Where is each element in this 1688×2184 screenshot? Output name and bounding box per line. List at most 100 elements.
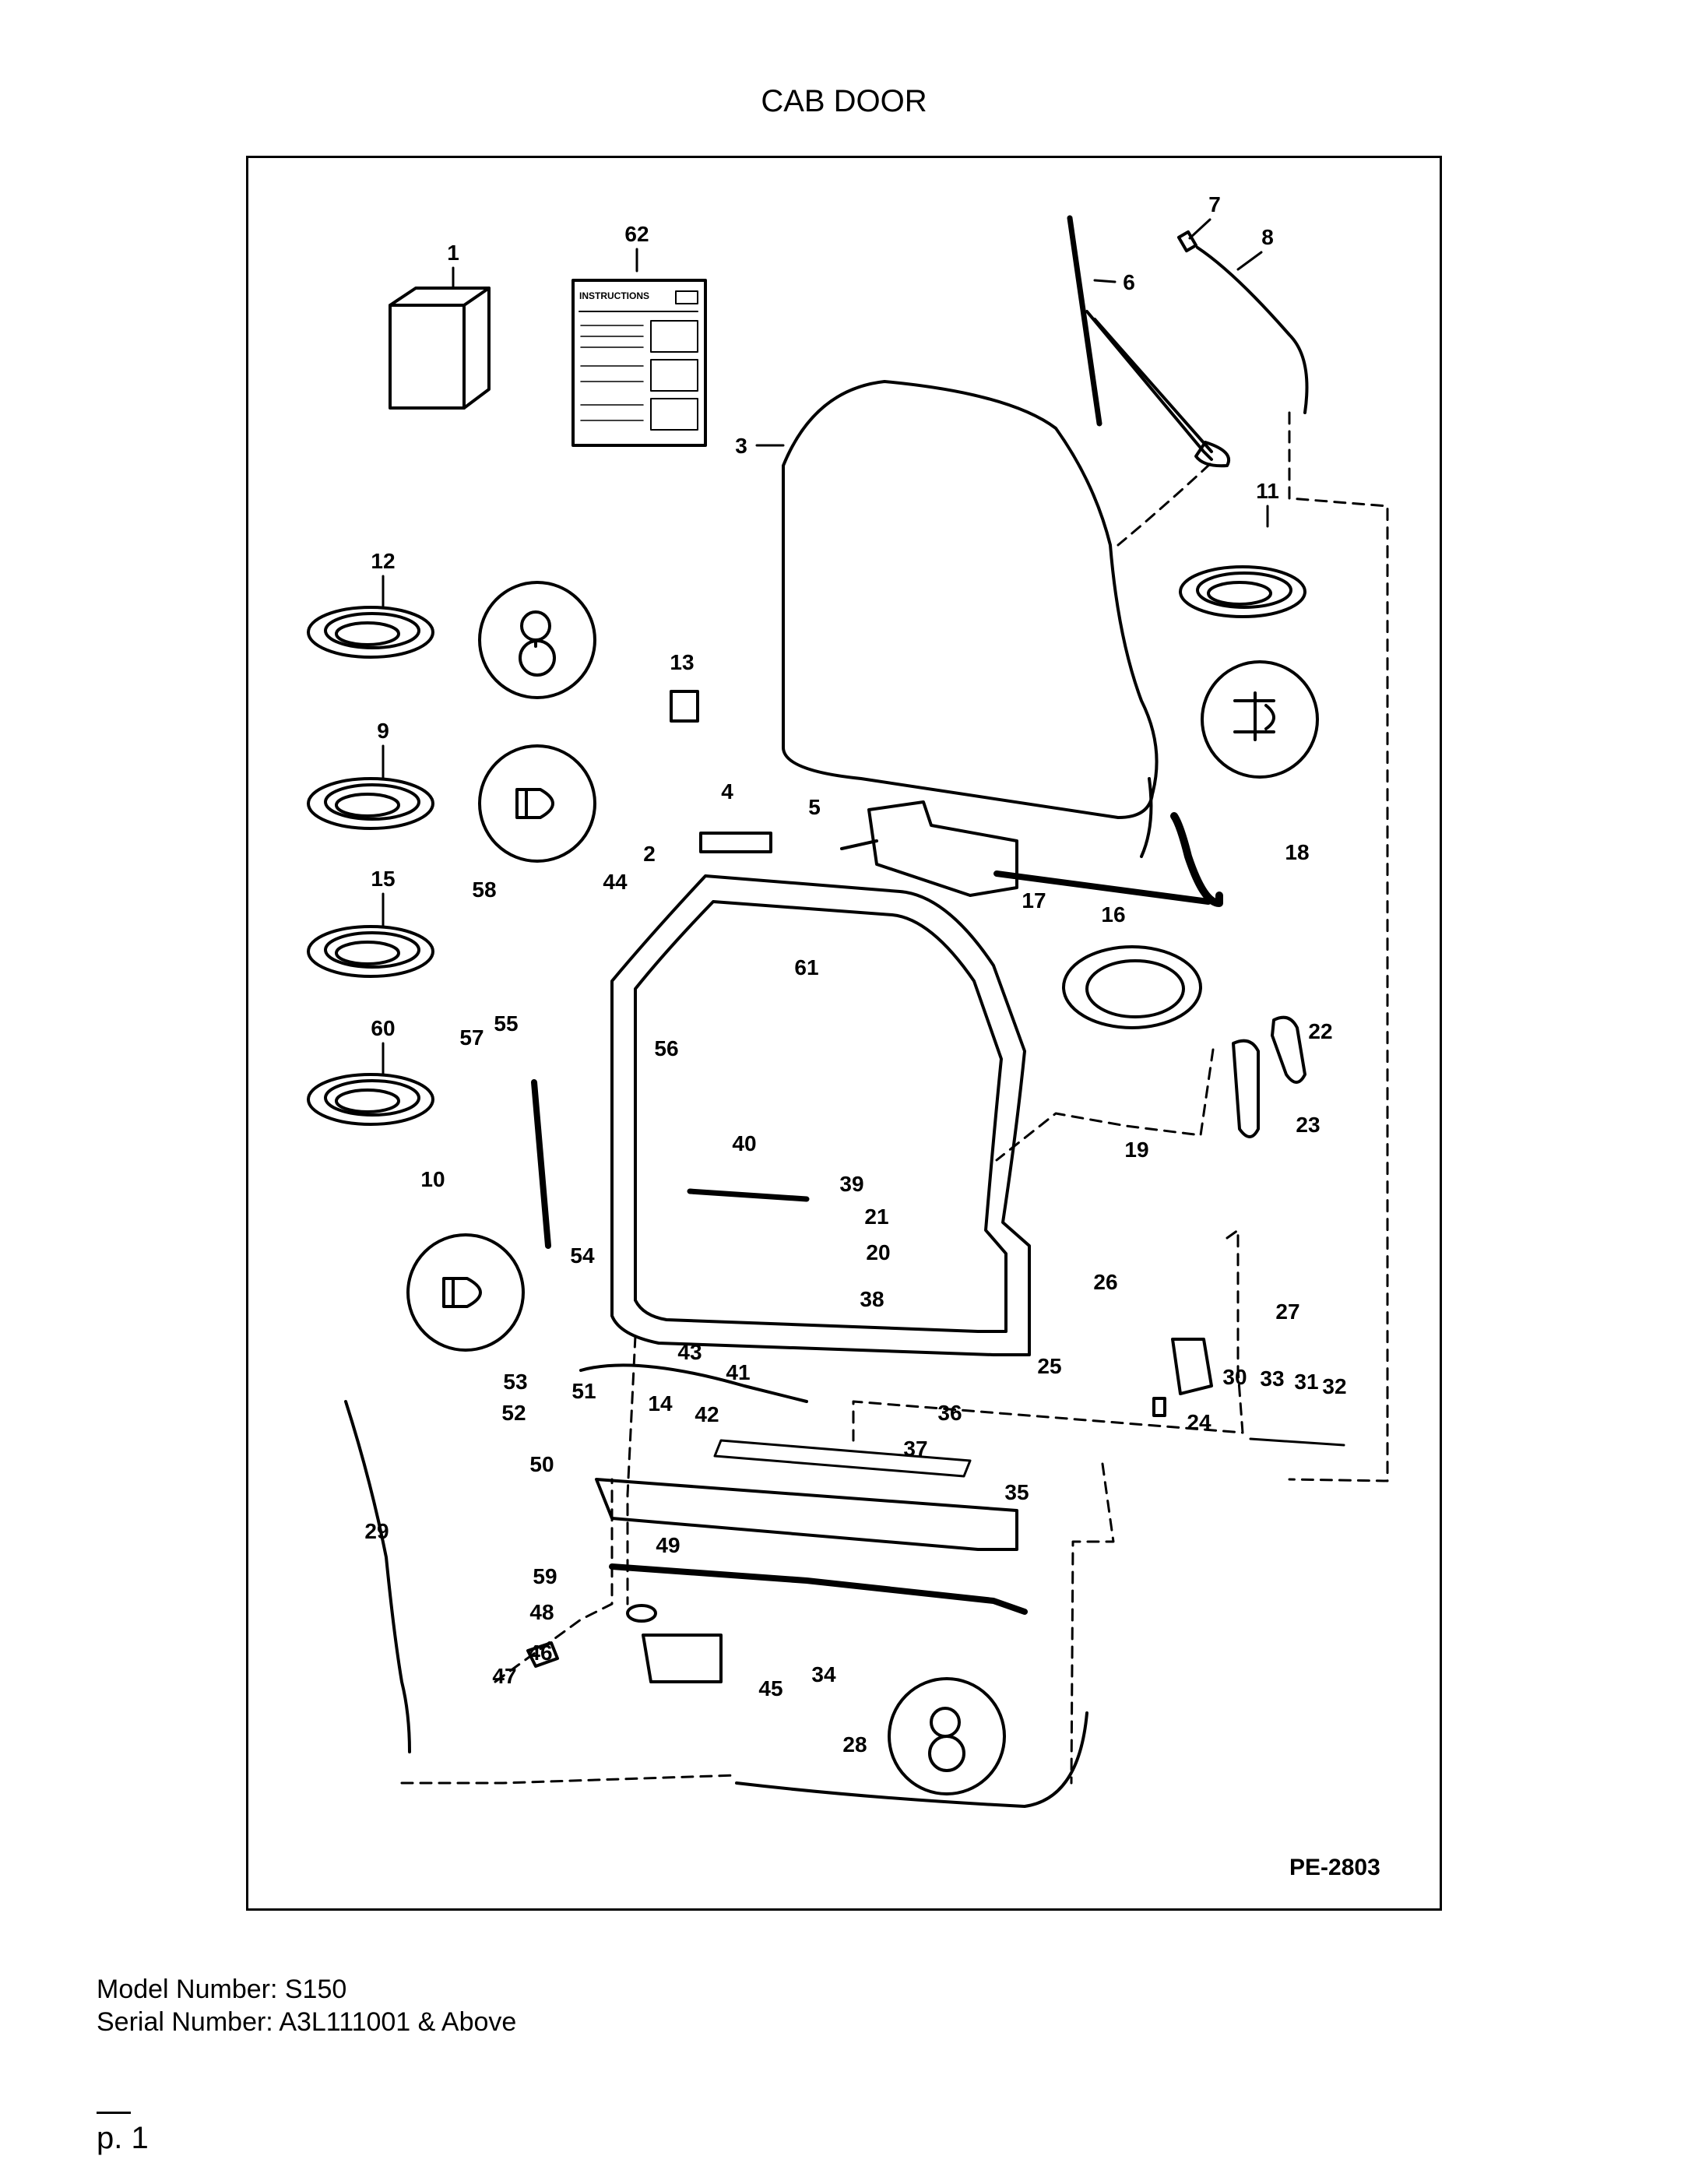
callout-35: 35: [1004, 1480, 1029, 1504]
part-9-seal-coil: [307, 777, 434, 830]
callout-4: 4: [721, 779, 733, 804]
part-6-wiper: [1067, 215, 1230, 468]
callout-60: 60: [371, 1016, 395, 1040]
model-number-line: Model Number: S150: [97, 1975, 347, 2004]
part-35-panel: [595, 1478, 1018, 1551]
callout-37: 37: [903, 1437, 927, 1461]
part-22-handle: [1271, 1015, 1306, 1084]
callout-15: 15: [371, 867, 395, 891]
callout-13: 13: [670, 650, 694, 674]
callout-2: 2: [643, 842, 656, 866]
part-60-seal-coil: [307, 1073, 434, 1126]
callout-40: 40: [732, 1131, 756, 1155]
part-8-washer-hose: [1176, 230, 1309, 414]
callout-56: 56: [654, 1036, 678, 1060]
callout-52: 52: [501, 1401, 526, 1425]
callout-43: 43: [677, 1340, 702, 1364]
callout-30: 30: [1222, 1365, 1247, 1389]
part-28-harness: [735, 1711, 1088, 1808]
part-40-strut: [687, 1188, 810, 1202]
part-3-glass: [782, 380, 1159, 819]
part-43-cable: [579, 1363, 808, 1403]
callout-45: 45: [758, 1676, 782, 1700]
callout-42: 42: [695, 1402, 719, 1426]
callout-8: 8: [1261, 225, 1274, 249]
seal-profile-detail-10: [406, 1233, 525, 1352]
seal-profile-detail-34: [888, 1677, 1006, 1795]
page-number: p. 1: [97, 2121, 149, 2155]
part-16-seal-coil: [1062, 945, 1202, 1029]
callout-numbers: 1234567891011121314151617181920212223242…: [364, 192, 1346, 1757]
callout-1: 1: [447, 241, 459, 265]
callout-55: 55: [494, 1011, 518, 1036]
callout-39: 39: [839, 1172, 863, 1196]
callout-47: 47: [492, 1664, 516, 1688]
part-29-harness: [344, 1400, 411, 1753]
callout-34: 34: [811, 1662, 836, 1686]
callout-7: 7: [1208, 192, 1221, 216]
callout-54: 54: [570, 1243, 595, 1268]
diagram-frame: [246, 156, 1442, 1911]
callout-23: 23: [1296, 1113, 1320, 1137]
callout-38: 38: [860, 1287, 884, 1311]
callout-3: 3: [735, 434, 747, 458]
callout-18: 18: [1285, 840, 1309, 864]
callout-11: 11: [1256, 479, 1279, 503]
part-27-latch: [1171, 1338, 1213, 1395]
callout-22: 22: [1308, 1019, 1332, 1043]
callout-14: 14: [648, 1391, 673, 1416]
part-34-seal-strip: [609, 1563, 1028, 1615]
callout-9: 9: [377, 719, 389, 743]
part-12-seal-coil: [307, 606, 434, 659]
part-36-grille: [713, 1439, 972, 1478]
part-24-pad: [1152, 1397, 1166, 1417]
callout-59: 59: [533, 1564, 557, 1588]
part-2-door-frame: [610, 874, 1031, 1356]
part-4-switch: [699, 832, 772, 853]
callout-12: 12: [371, 549, 395, 573]
callout-24: 24: [1187, 1410, 1211, 1434]
page-rule: [97, 2112, 131, 2114]
callout-27: 27: [1275, 1299, 1299, 1324]
callout-33: 33: [1260, 1366, 1284, 1391]
dashed-leaders: [400, 411, 1389, 1785]
seal-profile-detail-12: [478, 581, 596, 699]
callout-32: 32: [1322, 1374, 1346, 1398]
callout-41: 41: [726, 1360, 750, 1384]
part-15-seal-coil: [307, 925, 434, 978]
part-13-switch: [670, 690, 699, 723]
callout-5: 5: [808, 795, 821, 819]
exploded-parts-diagram: INSTRUCTIONS 123456789101112131415161718…: [307, 192, 1389, 1880]
callout-61: 61: [794, 955, 818, 979]
part-10-strip: [531, 1079, 551, 1249]
part-1-box: [389, 287, 491, 410]
callout-10: 10: [420, 1167, 445, 1191]
part-18-bracket: [993, 777, 1223, 907]
part-45-bracket: [642, 1634, 723, 1683]
part-5-wiper-motor: [840, 800, 1018, 897]
callout-28: 28: [842, 1732, 867, 1757]
callout-16: 16: [1101, 902, 1125, 927]
callout-26: 26: [1093, 1270, 1117, 1294]
page-title: CAB DOOR: [761, 84, 927, 118]
callout-31: 31: [1294, 1370, 1318, 1394]
callout-49: 49: [656, 1533, 680, 1557]
part-62-instructions-sheet: [571, 279, 707, 447]
callout-50: 50: [529, 1452, 554, 1476]
callout-44: 44: [603, 870, 628, 894]
callout-46: 46: [528, 1641, 552, 1665]
callout-25: 25: [1037, 1354, 1061, 1378]
part-11-seal-coil: [1179, 565, 1306, 618]
part-48-knob: [626, 1604, 657, 1623]
callout-20: 20: [866, 1240, 890, 1264]
callout-36: 36: [937, 1401, 962, 1425]
callout-51: 51: [571, 1379, 596, 1403]
callout-29: 29: [364, 1519, 389, 1543]
callout-19: 19: [1124, 1138, 1148, 1162]
callout-21: 21: [864, 1205, 888, 1229]
instructions-label: INSTRUCTIONS: [579, 290, 649, 301]
serial-number-line: Serial Number: A3L111001 & Above: [97, 2007, 517, 2037]
seal-profile-detail-11: [1201, 660, 1319, 779]
callout-leaders: [382, 218, 1269, 1076]
callout-17: 17: [1022, 888, 1046, 913]
